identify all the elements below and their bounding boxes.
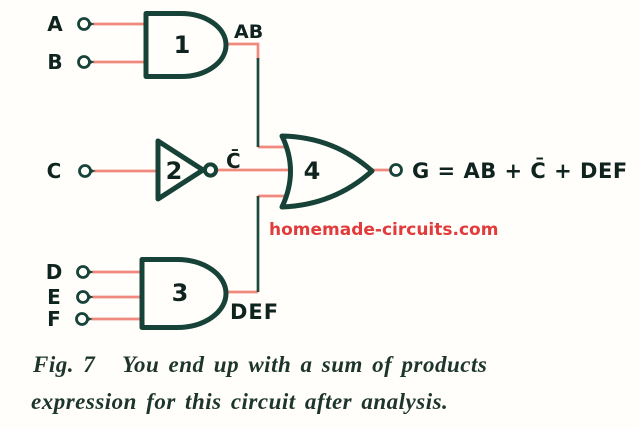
caption-fig-label: Fig. 7 [32,352,96,377]
gate-1-number: 1 [174,31,191,59]
terminal-c [78,164,96,178]
input-label-d: D [46,260,63,284]
signal-label-ab: AB [234,21,263,43]
wire-gate1-output [224,42,260,60]
input-label-c: C [47,159,62,183]
input-label-a: A [47,12,63,36]
terminal-d [76,265,94,279]
not-gate-2-shape [155,138,206,202]
caption-line1: You end up with a sum of products [122,352,487,377]
watermark-text: homemade-circuits.com [269,220,498,240]
not-gate-2-bubble [202,162,219,178]
or-gate-4-shape [279,133,375,210]
and-gate-3-shape [139,257,229,330]
gate-2-number: 2 [166,157,183,185]
gate-3-number: 3 [172,279,189,307]
and-gate-1-shape [143,11,229,79]
input-label-f: F [47,307,61,331]
signal-label-c-bar: C̄ [226,149,241,173]
input-label-b: B [47,50,62,74]
signal-label-def: DEF [230,300,279,324]
terminal-b [77,55,95,69]
terminal-output-g [389,163,403,177]
terminal-e [76,290,94,304]
terminal-f [75,312,93,326]
caption-line2: expression for this circuit after analys… [31,389,448,414]
terminal-a [77,17,95,31]
output-formula: G = AB + C̄ + DEF [412,158,628,183]
input-label-e: E [47,285,61,309]
gate-4-number: 4 [304,157,321,185]
